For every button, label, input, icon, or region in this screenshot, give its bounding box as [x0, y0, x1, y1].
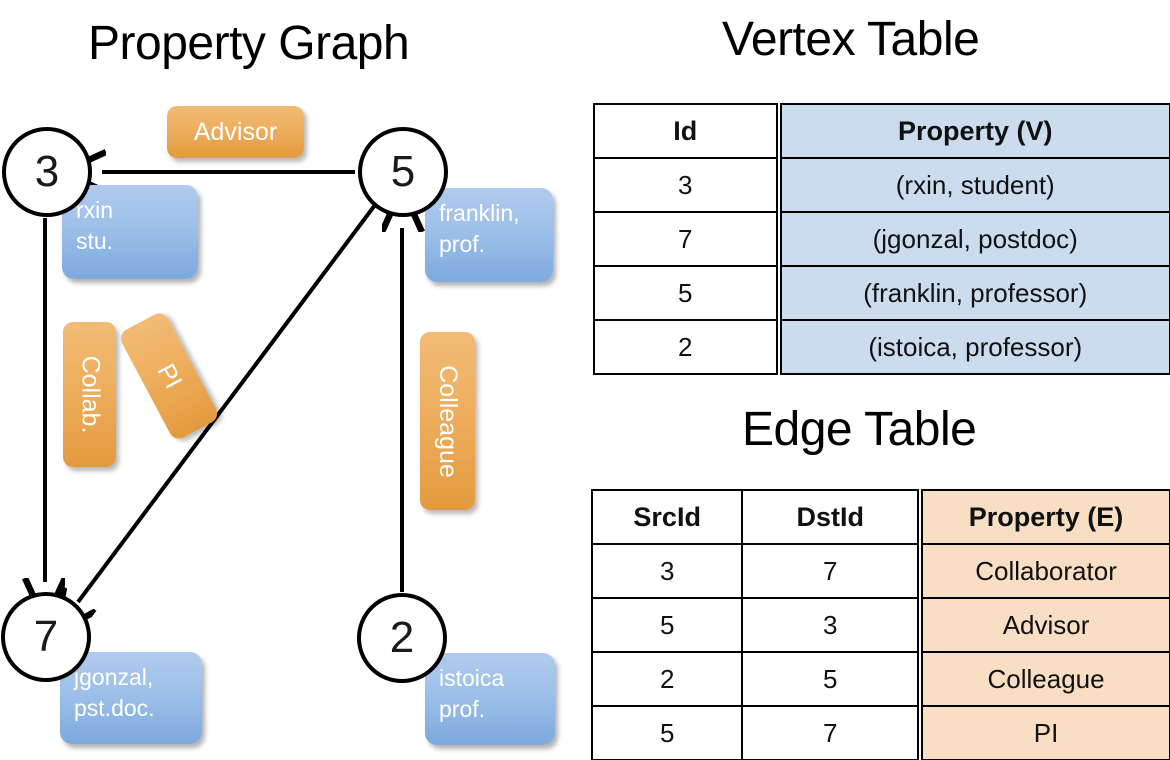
vertex-row-1-id: 7: [593, 211, 778, 267]
property-graph-diagram: Advisor Collab. PI Colleague rxin stu. f…: [0, 0, 585, 760]
edge-row-0-gap: [918, 544, 923, 598]
edge-table-header-dstid: DstId: [741, 489, 920, 545]
edge-row-3-dst: 7: [741, 705, 920, 760]
edge-label-advisor-text: Advisor: [193, 117, 278, 146]
edge-label-collab-text: Collab.: [76, 355, 105, 434]
vertex-property-istoica-line2: prof.: [439, 696, 486, 723]
graph-node-7-label: 7: [33, 612, 59, 661]
vertex-row-0-property: (rxin, student): [779, 157, 1170, 213]
vertex-row-1-property: (jgonzal, postdoc): [779, 211, 1170, 267]
vertex-property-istoica-line1: istoica: [439, 665, 505, 691]
vertex-row-3-property: (istoica, professor): [779, 319, 1170, 375]
vertex-row-1-gap: [776, 212, 781, 266]
edge-label-colleague: Colleague: [420, 332, 475, 510]
graph-edges-layer: [0, 0, 585, 760]
table-row: 2 (istoica, professor): [593, 319, 1170, 375]
edge-row-2-dst: 5: [741, 651, 920, 707]
graph-node-5: 5: [358, 127, 448, 217]
vertex-property-jgonzal-line2: pst.doc.: [74, 695, 155, 722]
edge-label-colleague-text: Colleague: [434, 364, 462, 478]
edge-table-header-property: Property (E): [921, 489, 1170, 545]
table-row: 3 7 Collaborator: [590, 543, 1170, 599]
edge-row-2-gap: [918, 652, 923, 706]
vertex-property-franklin-line2: prof.: [439, 231, 486, 258]
graph-node-5-label: 5: [390, 147, 416, 196]
vertex-property-box-rxin: rxin stu.: [62, 185, 198, 279]
vertex-row-2-property: (franklin, professor): [779, 265, 1170, 321]
edge-row-2-property: Colleague: [921, 651, 1170, 707]
vertex-row-3-id: 2: [593, 319, 778, 375]
vertex-property-box-istoica: istoica prof.: [425, 653, 555, 745]
edge-table-header-srcid: SrcId: [590, 489, 744, 545]
graph-node-3-label: 3: [34, 147, 60, 196]
page-title-vertex-table: Vertex Table: [722, 13, 980, 66]
edge-table-header-row: SrcId DstId Property (E): [590, 489, 1170, 545]
graph-node-2: 2: [357, 593, 447, 683]
vertex-row-2-gap: [776, 266, 781, 320]
edge-row-0-src: 3: [590, 543, 744, 599]
edge-table: SrcId DstId Property (E) 3 7 Collaborato…: [590, 489, 1170, 760]
vertex-table-column-gap: [776, 104, 781, 158]
edge-label-collab: Collab.: [63, 322, 116, 467]
table-row: 3 (rxin, student): [593, 157, 1170, 213]
edge-5-to-7: [78, 203, 377, 602]
edge-row-0-property: Collaborator: [921, 543, 1170, 599]
graph-node-2-label: 2: [389, 613, 415, 662]
table-row: 5 3 Advisor: [590, 597, 1170, 653]
table-row: 2 5 Colleague: [590, 651, 1170, 707]
vertex-table-header-property: Property (V): [779, 103, 1170, 159]
edge-row-1-property: Advisor: [921, 597, 1170, 653]
vertex-row-2-id: 5: [593, 265, 778, 321]
table-row: 5 7 PI: [590, 705, 1170, 760]
vertex-table: Id Property (V) 3 (rxin, student) 7 (jgo…: [593, 103, 1170, 375]
table-row: 5 (franklin, professor): [593, 265, 1170, 321]
edge-table-column-gap: [918, 490, 923, 544]
edge-label-advisor: Advisor: [167, 106, 304, 158]
edge-row-1-gap: [918, 598, 923, 652]
graph-node-3: 3: [2, 127, 92, 217]
edge-row-3-property: PI: [921, 705, 1170, 760]
edge-row-2-src: 2: [590, 651, 744, 707]
page-title-edge-table: Edge Table: [742, 403, 977, 456]
edge-row-1-dst: 3: [741, 597, 920, 653]
vertex-property-rxin-line2: stu.: [76, 228, 114, 255]
edge-row-1-src: 5: [590, 597, 744, 653]
vertex-table-header-id: Id: [593, 103, 778, 159]
edge-row-3-src: 5: [590, 705, 744, 760]
vertex-table-header-row: Id Property (V): [593, 103, 1170, 159]
edge-row-3-gap: [918, 706, 923, 760]
graph-node-7: 7: [1, 592, 91, 682]
table-row: 7 (jgonzal, postdoc): [593, 211, 1170, 267]
page-title-property-graph: Property Graph: [88, 17, 410, 70]
vertex-property-box-jgonzal: jgonzal, pst.doc.: [60, 652, 202, 744]
edge-row-0-dst: 7: [741, 543, 920, 599]
vertex-row-0-id: 3: [593, 157, 778, 213]
vertex-row-3-gap: [776, 320, 781, 374]
vertex-property-jgonzal-line1: jgonzal,: [74, 664, 154, 690]
edge-label-pi-text: PI: [151, 358, 188, 393]
vertex-property-franklin-line1: franklin,: [439, 200, 520, 226]
vertex-property-box-franklin: franklin, prof.: [425, 188, 553, 282]
vertex-row-0-gap: [776, 158, 781, 212]
vertex-property-rxin-line1: rxin: [76, 197, 114, 223]
